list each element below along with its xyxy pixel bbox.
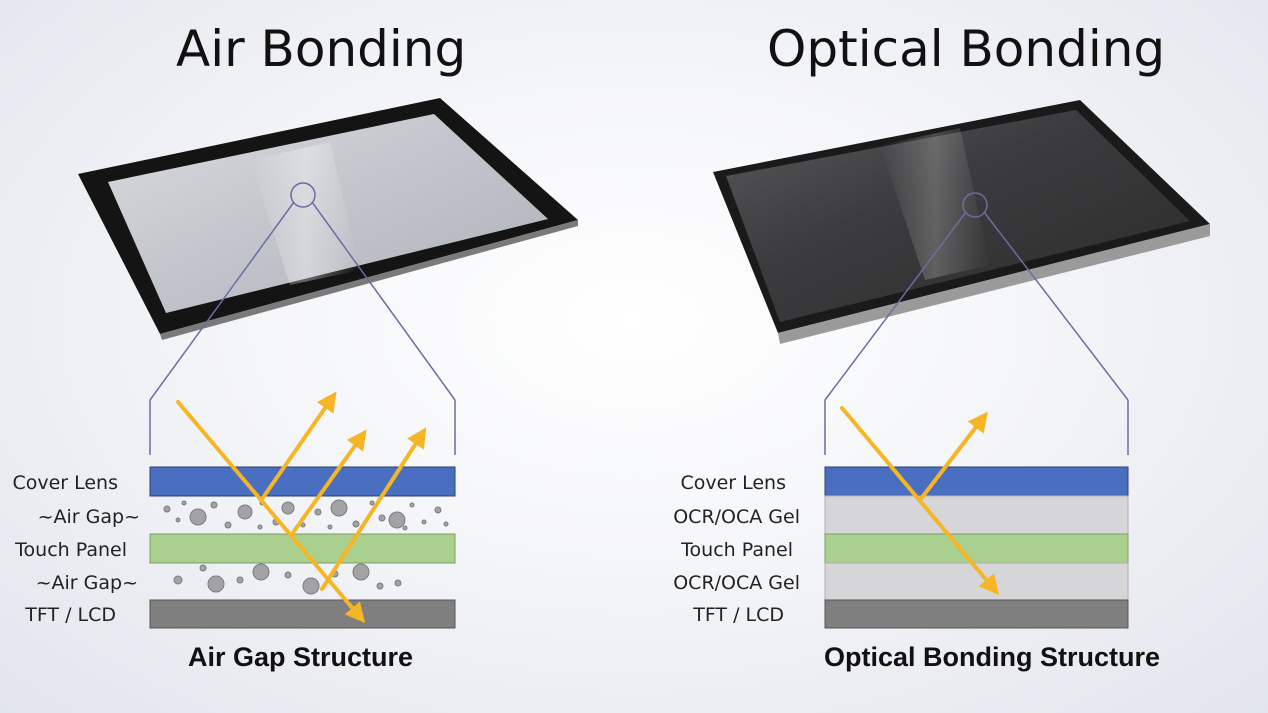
tft-lcd-layer bbox=[824, 599, 1129, 629]
optical-bonding-title: Optical Bonding bbox=[767, 20, 1166, 78]
tft-lcd-layer bbox=[149, 599, 456, 629]
optical-layer-label: Touch Panel bbox=[681, 539, 793, 561]
air-layer-label: TFT / LCD bbox=[25, 604, 116, 626]
optical-bonding-tablet-icon bbox=[713, 100, 1210, 344]
magnifier-circle-icon bbox=[290, 182, 316, 208]
air-layer-label: ~Air Gap~ bbox=[35, 572, 138, 594]
air-layer-label: Touch Panel bbox=[15, 539, 127, 561]
air-zoom-lines bbox=[149, 201, 456, 455]
light-ray-arrow-icon bbox=[840, 406, 1000, 596]
optical-bonding-structure-stack bbox=[824, 466, 1129, 629]
light-ray-arrow-icon bbox=[176, 391, 427, 624]
optical-layer-label: TFT / LCD bbox=[693, 604, 784, 626]
air-bubble-icon bbox=[163, 499, 449, 531]
optical-layer-label: OCR/OCA Gel bbox=[673, 572, 800, 594]
optical-layer-label: Cover Lens bbox=[680, 472, 786, 494]
touch-panel-layer bbox=[824, 533, 1129, 564]
optical-zoom-lines bbox=[824, 211, 1129, 455]
ocr-oca-gel-layer bbox=[824, 495, 1129, 535]
cover-lens-layer bbox=[824, 466, 1129, 497]
magnifier-circle-icon bbox=[962, 192, 988, 218]
air-layer-label: Cover Lens bbox=[12, 472, 118, 494]
air-bubble-icon bbox=[173, 563, 402, 595]
air-gap-structure-stack bbox=[149, 466, 456, 629]
air-bonding-title: Air Bonding bbox=[176, 20, 467, 78]
cover-lens-layer bbox=[149, 466, 456, 497]
optical-bonding-structure-caption: Optical Bonding Structure bbox=[824, 642, 1161, 672]
air-bonding-tablet-icon bbox=[78, 98, 578, 340]
air-layer-label: ~Air Gap~ bbox=[37, 506, 140, 528]
optical-layer-label: OCR/OCA Gel bbox=[673, 506, 800, 528]
air-gap-structure-caption: Air Gap Structure bbox=[188, 642, 414, 672]
